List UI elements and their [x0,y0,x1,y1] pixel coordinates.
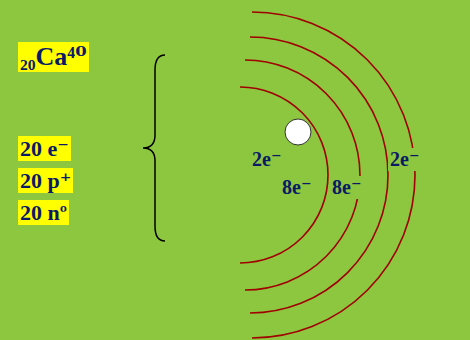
shell-electrons: 2e⁻ [250,148,283,171]
shell-electrons: 8e⁻ [280,176,313,199]
particle-count: 20 nº [18,200,69,225]
element-symbol: ₂₀Ca⁴⁰ [18,42,89,72]
electron-shell [252,12,415,338]
shell-electrons: 2e⁻ [388,148,421,171]
curly-brace [143,55,165,241]
electron-shell [250,37,388,313]
shell-electrons: 8e⁻ [330,176,363,199]
electron-shell [245,60,360,290]
particle-count: 20 e⁻ [18,136,71,161]
electron-shell [240,87,328,263]
nucleus [285,119,311,145]
particle-count: 20 p⁺ [18,168,73,193]
